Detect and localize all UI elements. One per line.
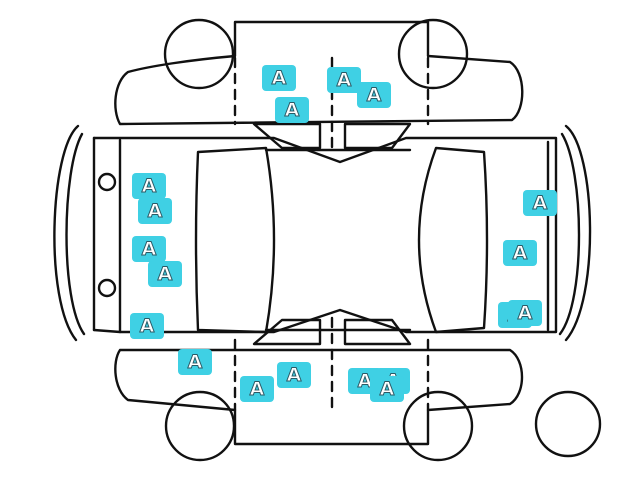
windshield [194, 146, 276, 334]
rear-bumper-inner [558, 132, 581, 336]
damage-marker-top[interactable]: A [262, 65, 296, 91]
top-body-outline [114, 20, 524, 126]
bottom-front-wheel [164, 390, 236, 462]
rear-window [417, 146, 489, 334]
damage-marker-left[interactable]: A [138, 198, 172, 224]
bottom-front-window [252, 318, 322, 346]
bottom-rear-window [343, 318, 412, 346]
top-rear-window [343, 122, 412, 150]
damage-marker-top[interactable]: A [327, 67, 361, 93]
damage-marker-left[interactable]: A [130, 313, 164, 339]
left-headlight [97, 172, 117, 192]
damage-marker-left[interactable]: A [148, 261, 182, 287]
damage-marker-left[interactable]: A [132, 173, 166, 199]
damage-marker-bottom[interactable]: A [370, 376, 404, 402]
rear-bumper-outer [564, 124, 592, 342]
right-headlight [97, 278, 117, 298]
car-outline [53, 18, 602, 462]
top-rear-wheel [397, 18, 469, 90]
top-front-wheel [163, 18, 235, 90]
damage-marker-bottom[interactable]: A [240, 376, 274, 402]
spare-wheel [534, 390, 602, 458]
top-front-window [252, 122, 322, 150]
bottom-rear-wheel [402, 390, 474, 462]
damage-marker-top[interactable]: A [275, 97, 309, 123]
bottom-body-outline [114, 348, 524, 446]
damage-marker-top[interactable]: A [357, 82, 391, 108]
front-bumper-outer [53, 124, 80, 342]
damage-marker-right[interactable]: A [508, 300, 542, 326]
damage-marker-bottom[interactable]: A [277, 362, 311, 388]
front-bumper-inner [65, 132, 86, 336]
damage-marker-bottom[interactable]: A [178, 349, 212, 375]
damage-marker-right[interactable]: A [503, 240, 537, 266]
damage-marker-left[interactable]: A [132, 236, 166, 262]
damage-marker-right[interactable]: A [523, 190, 557, 216]
